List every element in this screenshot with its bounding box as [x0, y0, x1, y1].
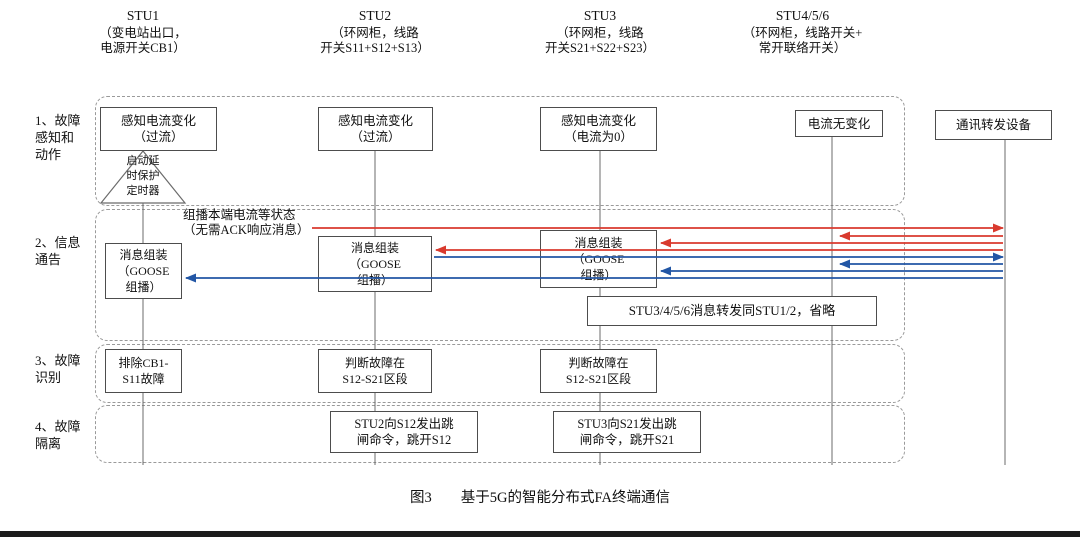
assemble-box-stu1: 消息组装 （GOOSE 组播）: [105, 243, 182, 299]
stage-band-4: [95, 405, 905, 463]
isolate-box-stu2: STU2向S12发出跳 闸命令，跳开S12: [330, 411, 478, 453]
forwarder-device-box: 通讯转发设备: [935, 110, 1052, 140]
assemble-box-stu2: 消息组装 （GOOSE 组播）: [318, 236, 432, 292]
omit-note-box: STU3/4/5/6消息转发同STU1/2，省略: [587, 296, 877, 326]
lifeline-title-stu1: STU1: [126, 8, 160, 23]
stage-label-4: 4、故障 隔离: [35, 419, 81, 451]
stage-band-2: [95, 209, 905, 341]
lifeline-header-stu456: STU4/5/6 （环网柜，线路开关+ 常开联络开关）: [720, 8, 885, 56]
assemble-box-stu3: 消息组装 （GOOSE 组播）: [540, 230, 657, 288]
isolate-box-stu3: STU3向S21发出跳 闸命令，跳开S21: [553, 411, 701, 453]
sense-box-stu3: 感知电流变化 （电流为0）: [540, 107, 657, 151]
identify-box-stu1: 排除CB1- S11故障: [105, 349, 182, 393]
bottom-border: [0, 531, 1080, 537]
stage-label-2: 2、信息 通告: [35, 235, 81, 267]
lifeline-desc-stu456: （环网柜，线路开关+ 常开联络开关）: [742, 26, 863, 55]
lifeline-desc-stu3: （环网柜，线路 开关S21+S22+S23）: [545, 26, 655, 55]
lifeline-title-stu456: STU4/5/6: [775, 8, 830, 23]
lifeline-title-stu2: STU2: [358, 8, 392, 23]
lifeline-desc-stu2: （环网柜，线路 开关S11+S12+S13）: [320, 26, 430, 55]
lifeline-header-stu3: STU3 （环网柜，线路 开关S21+S22+S23）: [525, 8, 675, 56]
stage-band-3: [95, 344, 905, 403]
stage-band-1: [95, 96, 905, 206]
lifeline-desc-stu1: （变电站出口， 电源开关CB1）: [99, 26, 187, 55]
lifeline-header-stu2: STU2 （环网柜，线路 开关S11+S12+S13）: [300, 8, 450, 56]
identify-box-stu3: 判断故障在 S12-S21区段: [540, 349, 657, 393]
timer-note: 启动延 时保护 定时器: [126, 155, 160, 197]
stage-label-3: 3、故障 识别: [35, 353, 81, 385]
lifeline-header-stu1: STU1 （变电站出口， 电源开关CB1）: [83, 8, 203, 56]
sense-box-stu1: 感知电流变化 （过流）: [100, 107, 217, 151]
identify-box-stu2: 判断故障在 S12-S21区段: [318, 349, 432, 393]
lifeline-title-stu3: STU3: [583, 8, 617, 23]
multicast-note: 组播本端电流等状态 （无需ACK响应消息）: [183, 208, 310, 237]
sense-box-stu456: 电流无变化: [795, 110, 883, 137]
figure-caption: 图3 基于5G的智能分布式FA终端通信: [410, 490, 670, 506]
stage-label-1: 1、故障 感知和 动作: [35, 113, 81, 162]
sense-box-stu2: 感知电流变化 （过流）: [318, 107, 433, 151]
